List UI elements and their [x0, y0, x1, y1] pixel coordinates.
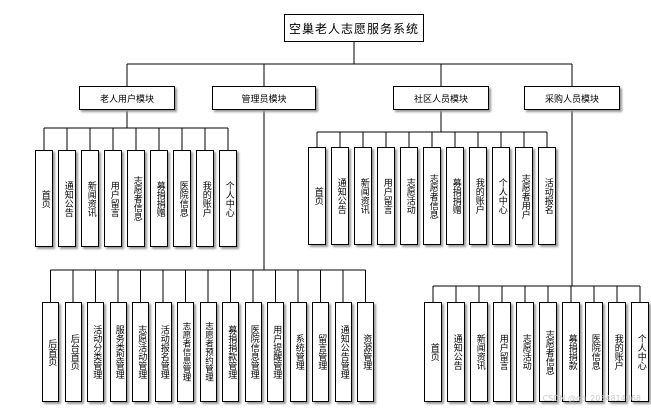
leaf-admin-3: 服务类型管理 — [109, 302, 127, 402]
leaf-elderly-7: 我的账户 — [196, 150, 214, 247]
leaf-community-9: 志愿者用户 — [515, 147, 533, 245]
leaf-purchaser-8: 我的账户 — [608, 302, 626, 402]
leaf-elderly-4: 志愿者信息 — [127, 150, 145, 247]
leaf-community-0: 首页 — [308, 147, 326, 245]
module-purchaser: 采购人员模块 — [524, 86, 620, 110]
leaf-community-8: 个人中心 — [492, 147, 510, 245]
leaf-elderly-5: 募捐捐赠 — [150, 150, 168, 247]
leaf-elderly-0: 首页 — [35, 150, 53, 247]
leaf-elderly-3: 用户留言 — [104, 150, 122, 247]
watermark: CSDN @qq_2034814968 — [542, 394, 641, 403]
leaf-community-10: 活动报名 — [538, 147, 556, 245]
leaf-purchaser-3: 用户留言 — [493, 302, 511, 402]
leaf-purchaser-1: 通知公告 — [447, 302, 465, 402]
leaf-admin-8: 募捐捐款管理 — [222, 302, 239, 402]
leaf-purchaser-2: 新闻资讯 — [470, 302, 488, 402]
leaf-purchaser-7: 医院信息 — [585, 302, 603, 402]
module-elderly: 老人用户模块 — [79, 86, 175, 110]
leaf-admin-1: 后台首页 — [64, 302, 82, 402]
root-node: 空巢老人志愿服务系统 — [284, 14, 424, 42]
leaf-purchaser-9: 个人中心 — [631, 302, 649, 402]
leaf-admin-11: 系统管理 — [289, 302, 307, 402]
leaf-community-6: 募捐捐赠 — [446, 147, 464, 245]
leaf-elderly-1: 通知公告 — [58, 150, 76, 247]
leaf-admin-9: 医院信息管理 — [244, 302, 262, 402]
leaf-elderly-8: 个人中心 — [219, 150, 237, 247]
module-community: 社区人员模块 — [393, 86, 489, 110]
leaf-elderly-2: 新闻资讯 — [81, 150, 99, 247]
leaf-admin-13: 通知公告管理 — [334, 302, 352, 402]
leaf-admin-7: 志愿者预约管理 — [199, 302, 217, 402]
leaf-admin-0: 后首页 — [42, 302, 59, 402]
leaf-community-2: 新闻资讯 — [354, 147, 372, 245]
leaf-purchaser-4: 志愿活动 — [516, 302, 534, 402]
leaf-admin-2: 活动分类管理 — [87, 302, 104, 402]
leaf-admin-10: 用户提醒管理 — [267, 302, 284, 402]
leaf-community-4: 志愿活动 — [400, 147, 418, 245]
leaf-admin-12: 留言管理 — [312, 302, 329, 402]
leaf-admin-6: 志愿者信息管理 — [177, 302, 194, 402]
leaf-purchaser-0: 首页 — [424, 302, 442, 402]
leaf-elderly-6: 医院信息 — [173, 150, 191, 247]
leaf-purchaser-5: 志愿者信息 — [539, 302, 557, 402]
leaf-admin-5: 活动报名管理 — [154, 302, 172, 402]
leaf-admin-14: 资源管理 — [357, 302, 374, 402]
leaf-community-1: 通知公告 — [331, 147, 349, 245]
leaf-community-7: 我的账户 — [469, 147, 487, 245]
module-admin: 管理员模块 — [212, 86, 316, 110]
leaf-admin-4: 志愿活动管理 — [132, 302, 149, 402]
leaf-community-3: 用户留言 — [377, 147, 395, 245]
leaf-community-5: 志愿者信息 — [423, 147, 441, 245]
leaf-purchaser-6: 募捐捐款 — [562, 302, 580, 402]
